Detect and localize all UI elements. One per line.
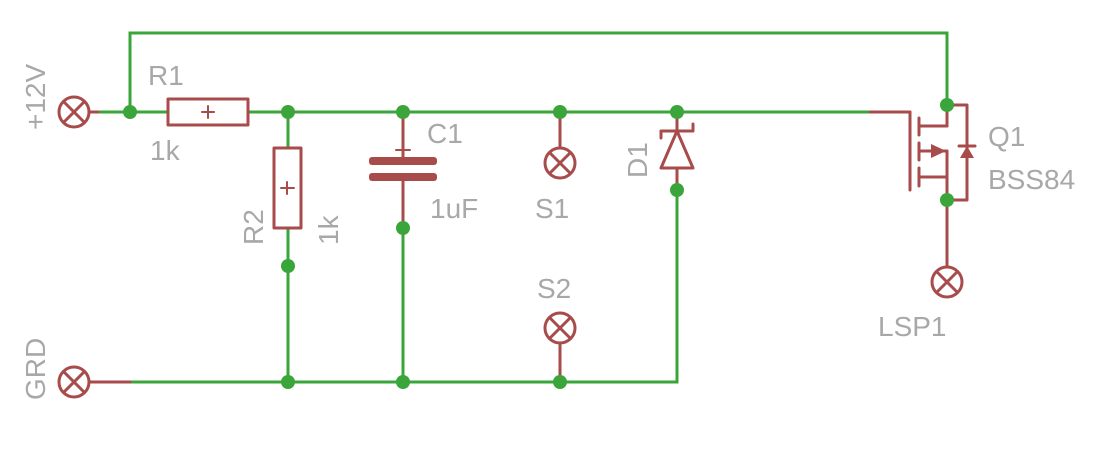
connector-12v-icon[interactable] bbox=[57, 95, 100, 129]
resistor-r1-icon[interactable] bbox=[166, 97, 250, 127]
label-12v: +12V bbox=[20, 64, 51, 130]
junction-dot bbox=[396, 221, 410, 235]
label-d1-name: D1 bbox=[622, 142, 653, 178]
testpoint-s1-icon[interactable] bbox=[543, 110, 577, 180]
junction-dot bbox=[396, 375, 410, 389]
label-r1-name: R1 bbox=[148, 60, 184, 91]
wire-top-loop bbox=[128, 31, 949, 114]
label-q1-name: Q1 bbox=[988, 121, 1025, 152]
junction-dot bbox=[670, 105, 684, 119]
mosfet-q1-icon[interactable] bbox=[868, 103, 977, 267]
label-c1-value: 1uF bbox=[430, 193, 478, 224]
junction-dot bbox=[281, 259, 295, 273]
junction-dot bbox=[123, 105, 137, 119]
junctions bbox=[123, 98, 954, 389]
testpoint-s2-icon[interactable] bbox=[543, 311, 577, 384]
labels: +12V GRD R1 1k R2 1k C1 1uF S1 S2 D1 Q1 … bbox=[20, 60, 1075, 400]
label-r2-value: 1k bbox=[313, 214, 344, 245]
junction-dot bbox=[281, 105, 295, 119]
connector-lsp1-icon[interactable] bbox=[930, 265, 964, 299]
junction-dot bbox=[670, 183, 684, 197]
label-lsp1-name: LSP1 bbox=[878, 311, 947, 342]
label-s1-name: S1 bbox=[535, 193, 569, 224]
diode-d1-icon[interactable] bbox=[659, 110, 695, 192]
wires bbox=[95, 31, 949, 384]
junction-dot bbox=[553, 105, 567, 119]
label-s2-name: S2 bbox=[537, 273, 571, 304]
junction-dot bbox=[553, 375, 567, 389]
label-c1-name: C1 bbox=[427, 118, 463, 149]
junction-dot bbox=[281, 375, 295, 389]
junction-dot bbox=[940, 98, 954, 112]
junction-dot bbox=[940, 193, 954, 207]
label-r1-value: 1k bbox=[150, 135, 181, 166]
connector-ground-icon[interactable] bbox=[57, 365, 132, 399]
label-r2-name: R2 bbox=[238, 209, 269, 245]
capacitor-c1-icon[interactable] bbox=[369, 110, 437, 230]
resistor-r2-icon[interactable] bbox=[272, 146, 303, 230]
label-q1-part: BSS84 bbox=[988, 164, 1075, 195]
junction-dot bbox=[396, 105, 410, 119]
label-ground: GRD bbox=[20, 338, 51, 400]
